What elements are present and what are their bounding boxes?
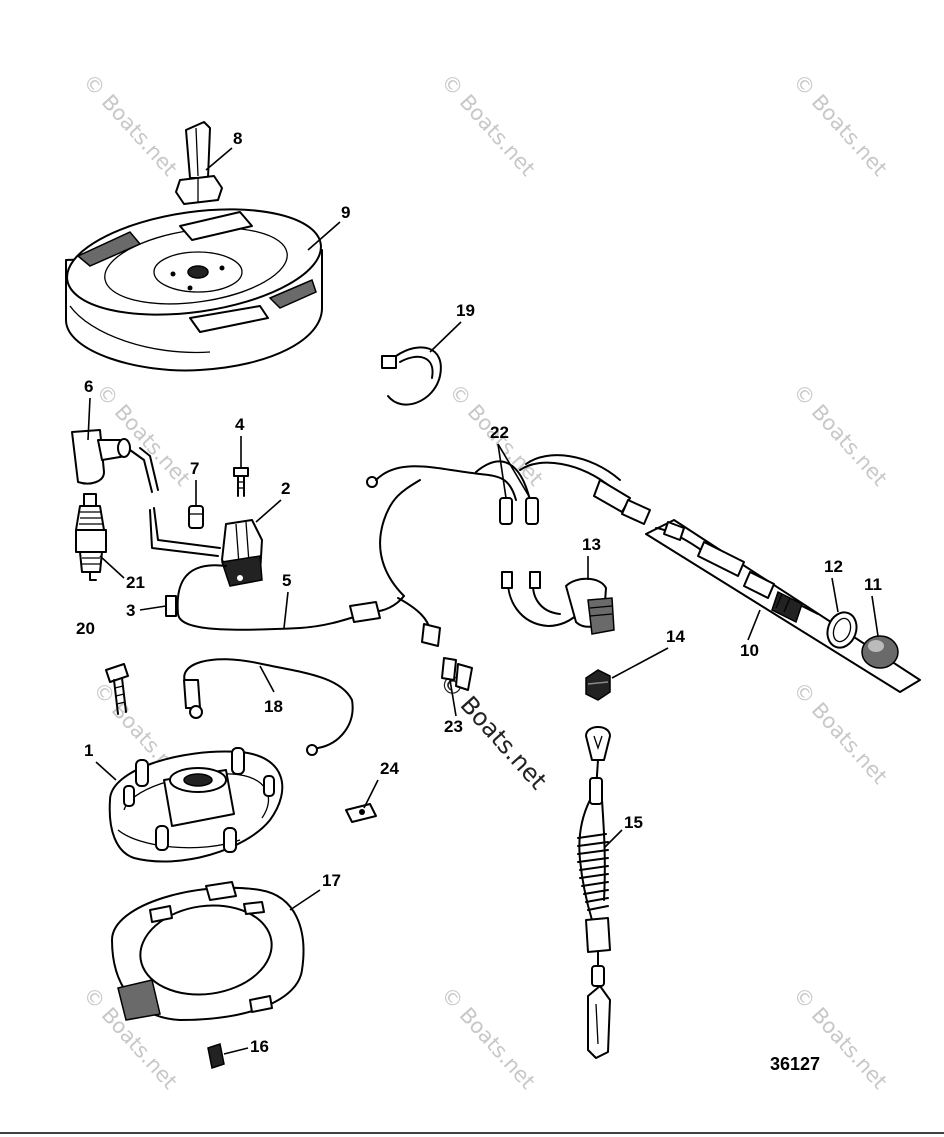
figure-number: 36127 — [770, 1054, 820, 1074]
callout-22: 22 — [490, 423, 509, 442]
part-coil-lead — [165, 564, 371, 631]
callout-4: 4 — [235, 415, 245, 434]
part-connector-23 — [441, 657, 473, 691]
callout-labels: 8 9 19 6 4 22 7 2 13 21 5 12 11 3 20 14 … — [76, 129, 882, 1056]
callout-16: 16 — [250, 1037, 269, 1056]
callout-21: 21 — [126, 573, 145, 592]
watermark: © Boats.net — [788, 69, 892, 180]
part-stop-switch — [501, 571, 615, 635]
callout-10: 10 — [740, 641, 759, 660]
callout-20: 20 — [76, 619, 95, 638]
watermark: © Boats.net — [788, 379, 892, 490]
callout-1: 1 — [84, 741, 93, 760]
part-sleeve — [188, 505, 204, 529]
watermark: © Boats.net — [788, 677, 892, 788]
part-ignition-coil — [221, 519, 263, 587]
part-spark-plug — [75, 493, 107, 581]
callout-7: 7 — [190, 459, 199, 478]
part-screw-20 — [105, 663, 129, 715]
part-key-16 — [207, 1043, 225, 1069]
callout-19: 19 — [456, 301, 475, 320]
callout-23: 23 — [444, 717, 463, 736]
callout-12: 12 — [824, 557, 843, 576]
watermark: © Boats.net — [91, 379, 195, 490]
part-flywheel — [65, 208, 323, 372]
callout-13: 13 — [582, 535, 601, 554]
part-spark-plug-boot — [71, 429, 131, 485]
part-clip-24 — [345, 803, 377, 823]
callout-15: 15 — [624, 813, 643, 832]
part-cap — [861, 635, 899, 669]
watermark: © Boats.net — [788, 982, 892, 1093]
callout-9: 9 — [341, 203, 350, 222]
callout-18: 18 — [264, 697, 283, 716]
callout-5: 5 — [282, 571, 291, 590]
leader-lines — [87, 147, 879, 1055]
lanyard-coil — [577, 833, 609, 911]
part-cable-strap — [381, 346, 442, 406]
part-flywheel-nut — [175, 121, 223, 205]
part-lanyard — [577, 726, 611, 1059]
part-stop-switch-harness — [645, 519, 921, 693]
callout-24: 24 — [380, 759, 399, 778]
part-spark-plug-lead — [129, 447, 221, 557]
watermark: © Boats.net — [436, 982, 540, 1093]
callout-14: 14 — [666, 627, 685, 646]
callout-3: 3 — [126, 601, 135, 620]
part-lock-ring — [826, 611, 858, 649]
callout-6: 6 — [84, 377, 93, 396]
part-screw-4 — [233, 467, 249, 497]
part-nut-14 — [585, 669, 611, 701]
watermark: © Boats.net — [436, 69, 540, 180]
callout-8: 8 — [233, 129, 242, 148]
callout-17: 17 — [322, 871, 341, 890]
watermark: © Boats.net — [78, 69, 182, 180]
part-stator — [108, 747, 284, 863]
callout-2: 2 — [281, 479, 290, 498]
callout-11: 11 — [864, 575, 882, 594]
part-ground-lead — [183, 658, 354, 756]
part-retainer-plate — [111, 881, 305, 1021]
part-wiring-harness — [349, 454, 651, 647]
